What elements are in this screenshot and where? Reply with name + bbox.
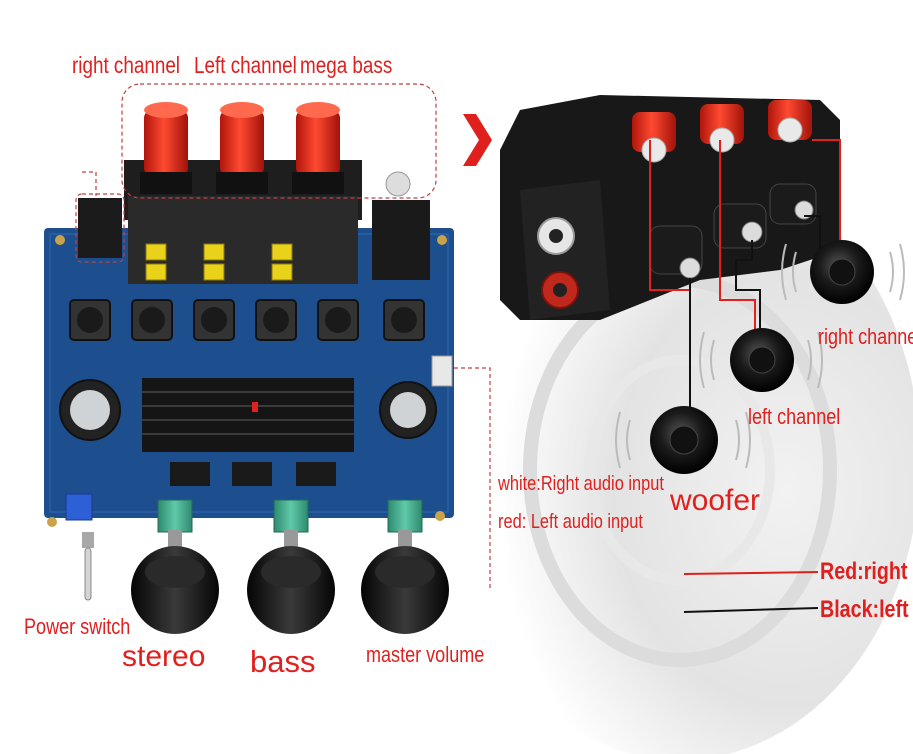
power-jack-callout-box — [75, 193, 125, 263]
legend-red-line — [683, 571, 819, 575]
terminal-callout-box — [121, 83, 437, 199]
knob-master-volume — [361, 499, 449, 634]
usb-callout — [454, 367, 491, 590]
black-wires — [689, 215, 821, 410]
label-stereo: stereo — [122, 640, 206, 673]
speaker-left-icon — [699, 328, 823, 392]
power-switch-hardware — [82, 532, 94, 601]
knob-bass — [247, 499, 335, 634]
power-jack-callout — [82, 171, 97, 196]
speaker-right-icon — [781, 240, 905, 304]
legend-black-line — [683, 607, 819, 613]
label-top-right-channel: right channel — [72, 52, 180, 78]
speaker-woofer-icon — [615, 406, 751, 474]
label-red-input: red: Left audio input — [498, 511, 643, 533]
knob-stereo — [131, 499, 219, 634]
label-woofer: woofer — [670, 484, 761, 517]
speaker-terminal-bass — [292, 102, 344, 194]
label-bass: bass — [250, 644, 316, 679]
legend-red-label: Red:right — [820, 558, 908, 585]
label-top-mega-bass: mega bass — [300, 52, 393, 78]
heatsink — [142, 378, 354, 452]
legend-black-label: Black:left — [820, 596, 909, 623]
speaker-terminal-left — [216, 102, 268, 194]
label-power-switch: Power switch — [24, 614, 131, 639]
pcb-board — [44, 102, 454, 601]
speaker-terminal-right — [140, 102, 192, 194]
label-left-channel: left channel — [748, 404, 841, 429]
terminal-closeup — [500, 95, 840, 320]
label-white-input: white:Right audio input — [498, 473, 664, 495]
label-top-left-channel: Left channel — [194, 52, 297, 78]
label-right-channel: right channel — [818, 324, 913, 349]
arrow-right-icon — [463, 114, 492, 166]
label-master-volume: master volume — [366, 642, 485, 667]
